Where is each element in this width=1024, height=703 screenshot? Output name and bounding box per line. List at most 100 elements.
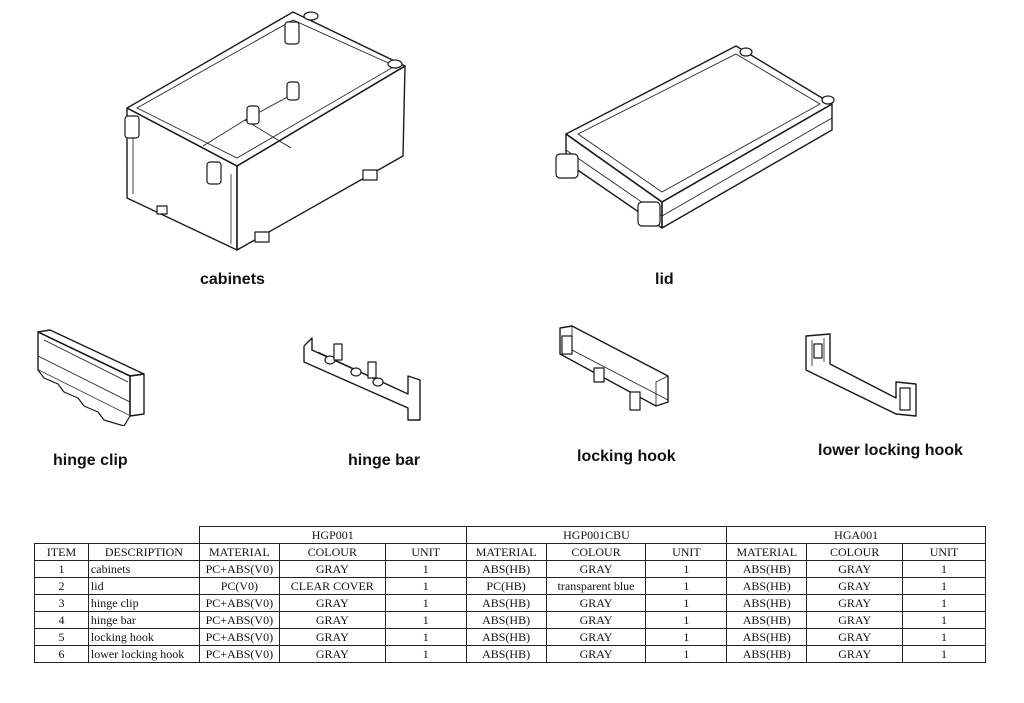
colour-cell: GRAY (278, 611, 386, 629)
group-header: HGP001CBU (465, 526, 728, 544)
hinge-clip-drawing (37, 329, 145, 426)
unit-cell: 1 (902, 577, 986, 595)
column-header-row: ITEM DESCRIPTION MATERIAL COLOUR UNIT MA… (34, 543, 986, 561)
unit-cell: 1 (902, 594, 986, 612)
material-cell: ABS(HB) (465, 611, 547, 629)
unit-cell: 1 (384, 645, 467, 663)
header-unit: UNIT (902, 543, 986, 561)
material-cell: ABS(HB) (726, 628, 808, 646)
group-header: HGP001 (198, 526, 467, 544)
material-cell: PC(HB) (465, 577, 547, 595)
header-unit: UNIT (384, 543, 467, 561)
item-cell: 2 (34, 577, 89, 595)
material-cell: PC+ABS(V0) (198, 628, 280, 646)
cabinet-drawing (124, 11, 406, 251)
material-cell: ABS(HB) (465, 560, 547, 578)
unit-cell: 1 (384, 577, 467, 595)
description-cell: lid (87, 577, 200, 595)
material-cell: ABS(HB) (726, 577, 808, 595)
colour-cell: GRAY (806, 628, 904, 646)
colour-cell: GRAY (806, 594, 904, 612)
description-cell: lower locking hook (87, 645, 200, 663)
unit-cell: 1 (902, 611, 986, 629)
item-cell: 5 (34, 628, 89, 646)
description-cell: cabinets (87, 560, 200, 578)
lid-drawing (555, 45, 835, 229)
colour-cell: GRAY (806, 611, 904, 629)
colour-cell: GRAY (278, 628, 386, 646)
colour-cell: GRAY (545, 645, 647, 663)
label-hinge-clip: hinge clip (53, 452, 128, 469)
header-material: MATERIAL (465, 543, 547, 561)
material-cell: ABS(HB) (726, 611, 808, 629)
label-locking-hook: locking hook (577, 448, 676, 465)
label-lid: lid (655, 271, 674, 288)
group-header-row: HGP001 HGP001CBU HGA001 (34, 526, 986, 544)
material-cell: PC+ABS(V0) (198, 645, 280, 663)
item-cell: 6 (34, 645, 89, 663)
hinge-bar-drawing (303, 337, 421, 421)
colour-cell: CLEAR COVER (278, 577, 386, 595)
material-cell: PC+ABS(V0) (198, 560, 280, 578)
material-cell: ABS(HB) (465, 628, 547, 646)
unit-cell: 1 (384, 594, 467, 612)
colour-cell: GRAY (806, 577, 904, 595)
colour-cell: GRAY (545, 594, 647, 612)
material-cell: ABS(HB) (465, 645, 547, 663)
unit-cell: 1 (902, 645, 986, 663)
colour-cell: GRAY (806, 560, 904, 578)
item-cell: 4 (34, 611, 89, 629)
description-cell: locking hook (87, 628, 200, 646)
header-unit: UNIT (645, 543, 728, 561)
unit-cell: 1 (384, 628, 467, 646)
group-header: HGA001 (726, 526, 986, 544)
header-material: MATERIAL (198, 543, 280, 561)
header-colour: COLOUR (806, 543, 904, 561)
unit-cell: 1 (645, 577, 728, 595)
unit-cell: 1 (902, 560, 986, 578)
locking-hook-drawing (559, 325, 669, 411)
unit-cell: 1 (384, 611, 467, 629)
label-lower-locking-hook: lower locking hook (818, 442, 963, 459)
colour-cell: GRAY (806, 645, 904, 663)
item-cell: 1 (34, 560, 89, 578)
unit-cell: 1 (645, 628, 728, 646)
spec-table: HGP001 HGP001CBU HGA001 ITEM DESCRIPTION… (34, 526, 986, 663)
material-cell: PC+ABS(V0) (198, 594, 280, 612)
material-cell: PC+ABS(V0) (198, 611, 280, 629)
colour-cell: GRAY (545, 611, 647, 629)
colour-cell: GRAY (278, 560, 386, 578)
colour-cell: GRAY (278, 594, 386, 612)
colour-cell: GRAY (545, 560, 647, 578)
material-cell: PC(V0) (198, 577, 280, 595)
label-hinge-bar: hinge bar (348, 452, 421, 469)
material-cell: ABS(HB) (726, 645, 808, 663)
unit-cell: 1 (902, 628, 986, 646)
label-cabinets: cabinets (200, 271, 265, 288)
colour-cell: transparent blue (545, 577, 647, 595)
header-colour: COLOUR (278, 543, 386, 561)
blank-cell (34, 526, 200, 544)
header-colour: COLOUR (545, 543, 647, 561)
colour-cell: GRAY (545, 628, 647, 646)
header-item: ITEM (34, 543, 89, 561)
material-cell: ABS(HB) (726, 594, 808, 612)
header-material: MATERIAL (726, 543, 808, 561)
unit-cell: 1 (645, 594, 728, 612)
material-cell: ABS(HB) (726, 560, 808, 578)
description-cell: hinge bar (87, 611, 200, 629)
lower-locking-hook-drawing (805, 333, 917, 417)
header-description: DESCRIPTION (87, 543, 200, 561)
unit-cell: 1 (645, 645, 728, 663)
unit-cell: 1 (384, 560, 467, 578)
material-cell: ABS(HB) (465, 594, 547, 612)
unit-cell: 1 (645, 560, 728, 578)
description-cell: hinge clip (87, 594, 200, 612)
colour-cell: GRAY (278, 645, 386, 663)
